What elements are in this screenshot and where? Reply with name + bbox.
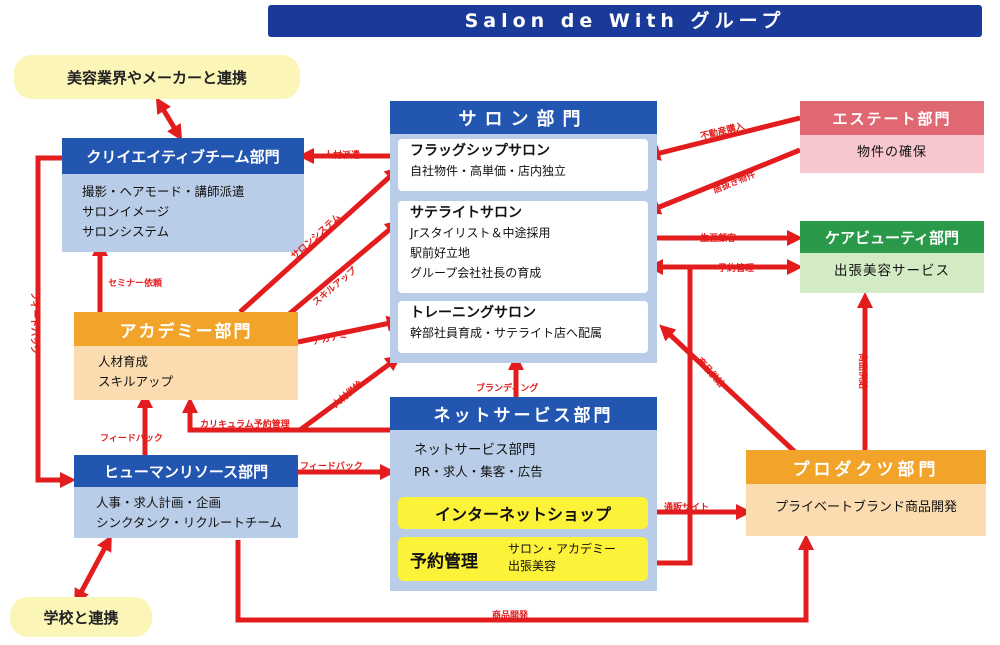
arrow-esthe-flagship: [644, 115, 801, 161]
human-line: 人事・求人計画・企画: [96, 495, 222, 510]
human-resource-dept: ヒューマンリソース部門 人事・求人計画・企画 シンクタンク・リクルートチーム: [74, 455, 298, 538]
arrow-esthe-satellite: [644, 147, 801, 215]
creative-line: 撮影・ヘアモード・講師派遣: [82, 184, 245, 199]
academy-line: 人材育成: [98, 354, 149, 369]
products-header: プロダクツ部門: [746, 450, 986, 484]
arrow-academy-salon-system: [238, 166, 401, 314]
arrow-reserve-care: [652, 258, 804, 566]
satellite-line: Jrスタイリスト＆中途採用: [410, 226, 551, 240]
flagship-title: フラッグシップサロン: [410, 143, 550, 159]
products-line: プライベートブランド商品開発: [774, 500, 957, 515]
satellite-salon-card: サテライトサロン Jrスタイリスト＆中途採用 駅前好立地 グループ会社社長の育成: [398, 201, 648, 293]
care-header: ケアビューティ部門: [800, 221, 984, 253]
products-dept: プロダクツ部門 プライベートブランド商品開発: [746, 450, 986, 536]
creative-line: サロンイメージ: [82, 204, 170, 219]
flagship-line: 自社物件・高単価・店内独立: [410, 164, 567, 178]
estate-line: 物件の確保: [856, 145, 927, 160]
training-line: 幹部社員育成・サテライト店へ配属: [410, 326, 603, 340]
label-shohin-kaihatsu: 商品開発: [492, 611, 529, 621]
label-jinzai-haken: 人材派遣: [324, 151, 361, 161]
reserve-card: 予約管理 サロン・アカデミー 出張美容: [398, 537, 648, 581]
arrow-academy-skillup: [280, 219, 402, 322]
human-lines: 人事・求人計画・企画 シンクタンク・リクルートチーム: [96, 493, 282, 533]
satellite-line: 駅前好立地: [410, 246, 471, 260]
label-curriculum: カリキュラム予約管理: [200, 420, 290, 430]
net-lines: ネットサービス部門 PR・求人・集客・広告: [414, 439, 543, 483]
net-service-dept: ネットサービス部門 ネットサービス部門 PR・求人・集客・広告 インターネットシ…: [390, 397, 657, 591]
group-title: Salon de With グループ: [268, 5, 982, 37]
human-line: シンクタンク・リクルートチーム: [96, 515, 283, 530]
net-line: PR・求人・集客・広告: [414, 464, 543, 479]
reserve-lines: サロン・アカデミー 出張美容: [508, 541, 616, 575]
academy-line: スキルアップ: [98, 374, 174, 389]
label-seiri-kokyaku: 生涯顧客: [700, 234, 737, 244]
label-yoyaku-kanri: 予約管理: [718, 264, 755, 274]
arrow-curriculum: [181, 396, 390, 433]
satellite-title: サテライトサロン: [410, 205, 522, 221]
arrow-industry-creative: [155, 97, 183, 141]
creative-header: クリイエイティブチーム部門: [62, 138, 304, 174]
creative-lines: 撮影・ヘアモード・講師派遣 サロンイメージ サロンシステム: [82, 182, 245, 242]
industry-pill: 美容業界やメーカーと連携: [14, 55, 300, 99]
salon-dept: サロン部門 フラッグシップサロン 自社物件・高単価・店内独立 サテライトサロン …: [390, 101, 657, 363]
training-salon-card: トレーニングサロン 幹部社員育成・サテライト店へ配属: [398, 301, 648, 353]
reserve-line: サロン・アカデミー: [508, 542, 617, 556]
human-header: ヒューマンリソース部門: [74, 455, 298, 487]
label-seminar: セミナー依頼: [108, 279, 163, 289]
school-pill: 学校と連携: [10, 597, 152, 637]
arrow-shohin-kaihatsu: [235, 533, 815, 623]
creative-line: サロンシステム: [82, 224, 170, 239]
label-feedback-left: フィードバック: [28, 291, 39, 355]
label-branding: ブランディング: [476, 384, 539, 394]
salon-header: サロン部門: [390, 101, 657, 134]
internet-shop-card: インターネットショップ: [398, 497, 648, 529]
reserve-title: 予約管理: [410, 552, 478, 572]
estate-dept: エステート部門 物件の確保: [800, 101, 984, 173]
reserve-line: 出張美容: [508, 559, 557, 573]
net-subtitle: ネットサービス部門: [414, 442, 536, 458]
training-title: トレーニングサロン: [410, 305, 536, 321]
net-header: ネットサービス部門: [390, 397, 657, 430]
care-line: 出張美容サービス: [834, 263, 950, 279]
estate-header: エステート部門: [800, 101, 984, 135]
label-shohin-kyokyu2: 商品供給: [857, 352, 868, 390]
arrow-products-training: [659, 324, 797, 454]
arrow-feedback-left: [35, 155, 77, 489]
arrow-human-school: [74, 534, 112, 606]
academy-header: アカデミー部門: [74, 312, 298, 346]
arrow-jinzai-kyokyu: [298, 355, 402, 433]
care-beauty-dept: ケアビューティ部門 出張美容サービス: [800, 221, 984, 293]
flagship-salon-card: フラッグシップサロン 自社物件・高単価・店内独立: [398, 139, 648, 191]
label-feedback-up: フィードバック: [100, 434, 163, 444]
arrow-academy-training: [297, 315, 403, 345]
academy-dept: アカデミー部門 人材育成 スキルアップ: [74, 312, 298, 400]
satellite-line: グループ会社社長の育成: [410, 266, 542, 280]
label-feedback-right: フィードバック: [300, 462, 363, 472]
academy-lines: 人材育成 スキルアップ: [98, 352, 173, 392]
creative-dept: クリイエイティブチーム部門 撮影・ヘアモード・講師派遣 サロンイメージ サロンシ…: [62, 138, 304, 252]
label-tsuhan-site: 通販サイト: [664, 503, 710, 513]
